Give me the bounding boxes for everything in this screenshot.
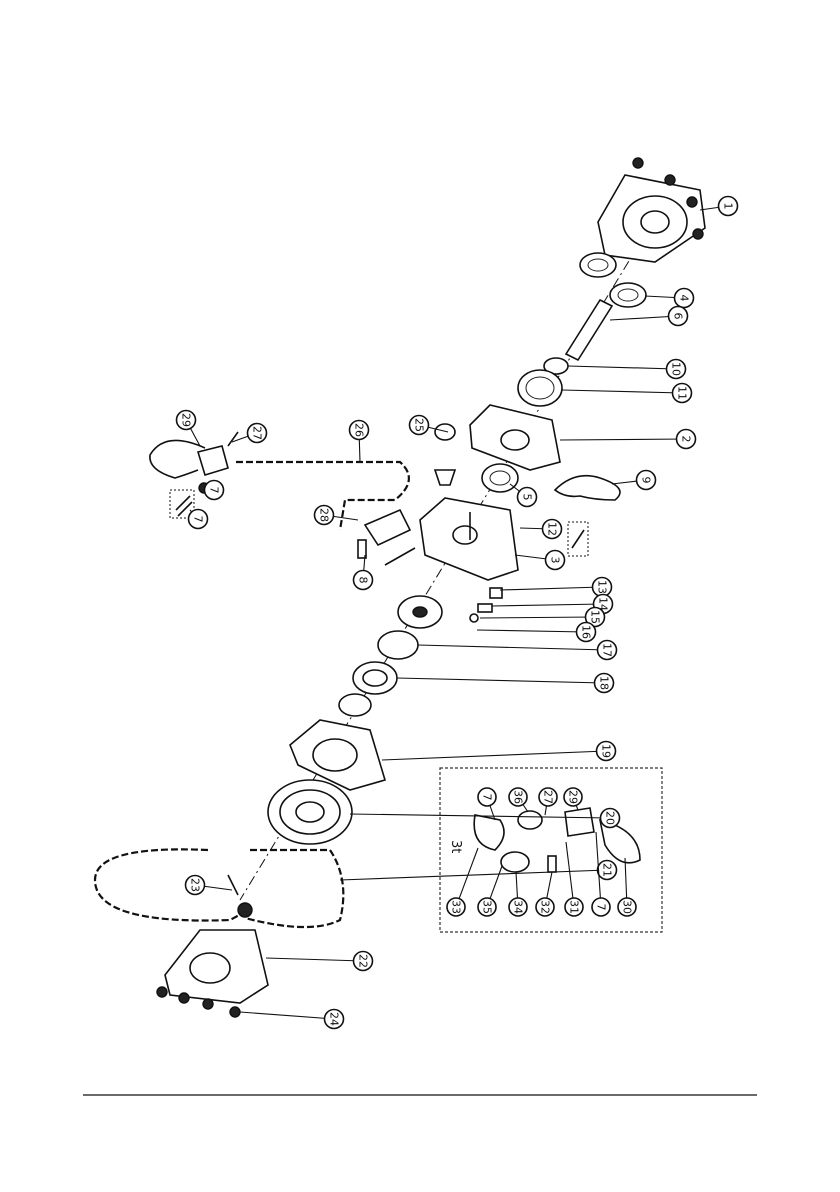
part-callout-24: 24	[240, 1010, 344, 1029]
inset-3t-label: 3t	[448, 840, 463, 853]
part-number: 35	[481, 900, 494, 914]
part-callout-3: 3	[515, 551, 565, 570]
part-callout-18: 18	[397, 674, 614, 693]
part-number: 34	[512, 900, 525, 914]
part-callout-1: 1	[700, 197, 738, 216]
part-number: 32	[539, 900, 552, 914]
part-number: 7	[192, 516, 205, 523]
part-number: 27	[542, 790, 555, 804]
part-callout-13: 13	[500, 578, 612, 597]
part-callout-16: 16	[477, 623, 596, 642]
inset-callout-33: 33	[447, 848, 478, 916]
part-callout-6: 6	[610, 307, 688, 326]
part-callout-9: 9	[612, 471, 656, 490]
inset-callout-36: 36	[509, 788, 528, 812]
chain-stripper-part	[435, 424, 455, 485]
part-number: 29	[567, 790, 580, 804]
part-number: 7	[595, 904, 608, 911]
part-callout-8: 8	[354, 555, 373, 590]
handwheel-cover-part	[165, 930, 268, 1003]
part-number: 17	[601, 643, 614, 657]
part-callout-23: 23	[186, 876, 233, 895]
nut-part	[238, 903, 252, 917]
part-number: 4	[678, 295, 691, 302]
part-callout-7: 7	[205, 481, 224, 500]
part-number: 27	[251, 426, 264, 440]
part-number: 9	[640, 477, 653, 484]
part-number: 5	[521, 494, 534, 501]
drive-shaft-part	[566, 300, 612, 360]
part-callout-10: 10	[568, 360, 686, 379]
part-number: 19	[600, 744, 613, 758]
part-callout-21: 21	[340, 861, 617, 881]
washer-part	[339, 694, 371, 716]
part-number: 36	[512, 790, 525, 804]
part-number: 7	[481, 794, 494, 801]
friction-washer-part	[378, 631, 418, 659]
part-number: 1	[722, 203, 735, 210]
inset-callout-32: 32	[536, 872, 554, 916]
part-callout-26: 26	[350, 421, 369, 463]
part-number: 11	[676, 386, 689, 400]
inset-callout-27: 27	[539, 788, 557, 815]
part-number: 8	[357, 577, 370, 584]
planet-gears-part	[580, 253, 646, 307]
inset-callout-30: 30	[618, 858, 636, 916]
inset-callout-34: 34	[509, 872, 527, 916]
sprocket-part	[482, 464, 518, 492]
chain-guide-part	[365, 510, 410, 545]
part-callout-22: 22	[266, 952, 373, 971]
part-number: 13	[596, 580, 609, 594]
part-number: 30	[621, 900, 634, 914]
part-number: 21	[601, 863, 614, 877]
part-number: 12	[546, 522, 559, 536]
part-callout-2: 2	[560, 430, 696, 449]
part-number: 22	[357, 954, 370, 968]
inset-callout-29: 29	[564, 788, 582, 810]
part-number: 15	[589, 610, 602, 624]
part-callout-5: 5	[510, 484, 537, 507]
inset-callout-35: 35	[478, 866, 502, 916]
ratchet-wheel-part	[353, 662, 397, 694]
inset-callout-31: 31	[565, 842, 583, 916]
brake-disc-part	[398, 596, 442, 628]
frame-plate-part	[385, 498, 518, 580]
part-number: 31	[568, 900, 581, 914]
bolt-part	[228, 875, 238, 895]
inset-callout-7: 7	[478, 788, 496, 820]
part-number: 6	[672, 313, 685, 320]
part-number: 20	[604, 811, 617, 825]
pinion-gear-part	[518, 370, 562, 406]
part-number: 26	[353, 423, 366, 437]
part-number: 3	[549, 557, 562, 564]
bottom-hook-part	[555, 476, 620, 500]
part-number: 18	[598, 676, 611, 690]
part-callout-12: 12	[520, 520, 562, 539]
part-number: 7	[208, 487, 221, 494]
part-callout-19: 19	[382, 742, 616, 761]
part-number: 29	[180, 413, 193, 427]
hook-pin-part	[228, 432, 238, 446]
part-callout-17: 17	[418, 641, 617, 660]
hand-chain-right	[245, 850, 343, 927]
part-number: 24	[328, 1012, 341, 1026]
part-callout-4: 4	[645, 289, 694, 308]
part-number: 10	[670, 362, 683, 376]
handwheel-part	[268, 780, 352, 844]
part-callout-11: 11	[562, 384, 692, 403]
part-number: 28	[318, 508, 331, 522]
latch-kit-right	[568, 522, 588, 556]
part-number: 23	[189, 878, 202, 892]
part-number: 2	[680, 436, 693, 443]
part-number: 16	[580, 625, 593, 639]
inset-callouts-layer: 7 36 29 33 35 34 32 31 7 30 27	[447, 788, 636, 916]
part-number: 33	[450, 900, 463, 914]
part-callout-7: 7	[189, 510, 208, 529]
side-plate-part	[470, 405, 560, 470]
part-callout-28: 28	[315, 506, 359, 525]
hand-chain-part	[95, 849, 245, 920]
top-cover-part	[598, 158, 705, 262]
part-number: 25	[413, 418, 426, 432]
